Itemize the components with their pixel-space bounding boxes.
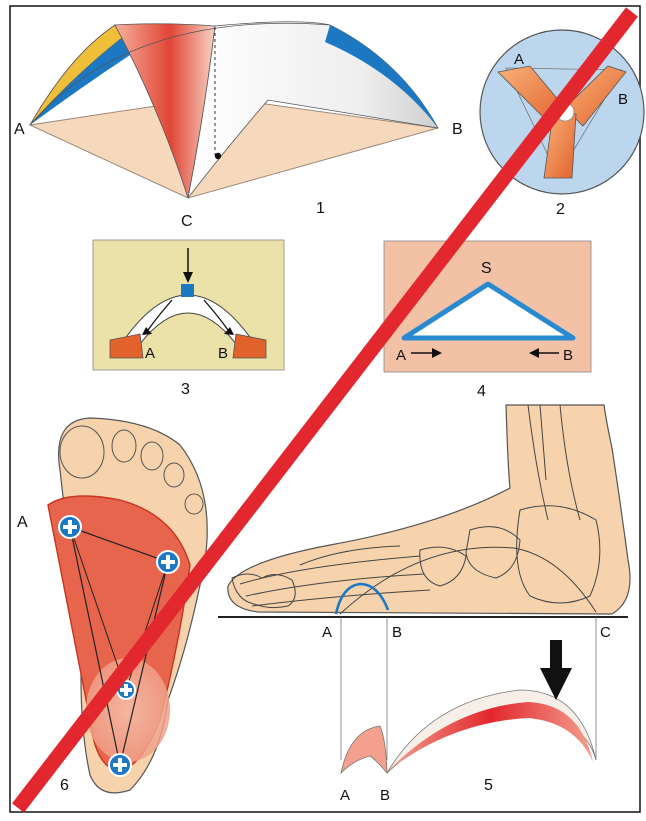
fig4-label-a: A [396,347,406,364]
fig3-number: 3 [181,381,190,398]
fig1-number: 1 [316,200,325,217]
fig4-label-b: B [563,347,573,364]
fig6-toe-3 [141,442,163,470]
fig5-label-c-top: C [600,624,611,641]
fig6-label-a: A [17,514,28,531]
fig5-label-b-bottom: B [380,787,390,804]
fig5-load-shaft [550,640,562,672]
fig6-toe-1 [60,426,104,478]
fig1-label-c: C [181,213,193,230]
fig2-number: 2 [556,201,565,218]
fig4-number: 4 [477,383,486,400]
fig5-number: 5 [484,777,493,794]
fig5-label-a-bottom: A [340,787,350,804]
fig1-label-a: A [14,121,25,138]
fig3-keystone [181,284,194,297]
fig5-label-a-top: A [322,624,332,641]
plus-circle-icon [109,754,131,776]
fig6-toe-5 [185,494,203,514]
fig1-label-b: B [452,121,463,138]
fig6-toe-4 [164,463,184,487]
fig5-label-b-top: B [392,624,402,641]
fig6-number: 6 [60,777,69,794]
fig1-centroid-dot [215,153,221,159]
fig6-toe-2 [112,430,136,462]
plus-circle-icon [157,551,179,573]
fig3-label-b: B [218,345,228,362]
fig4-label-s: S [481,260,492,277]
fig2-label-a: A [514,51,524,68]
fig2-label-b: B [618,91,628,108]
plus-circle-icon [59,516,81,538]
fig3-label-a: A [145,345,155,362]
